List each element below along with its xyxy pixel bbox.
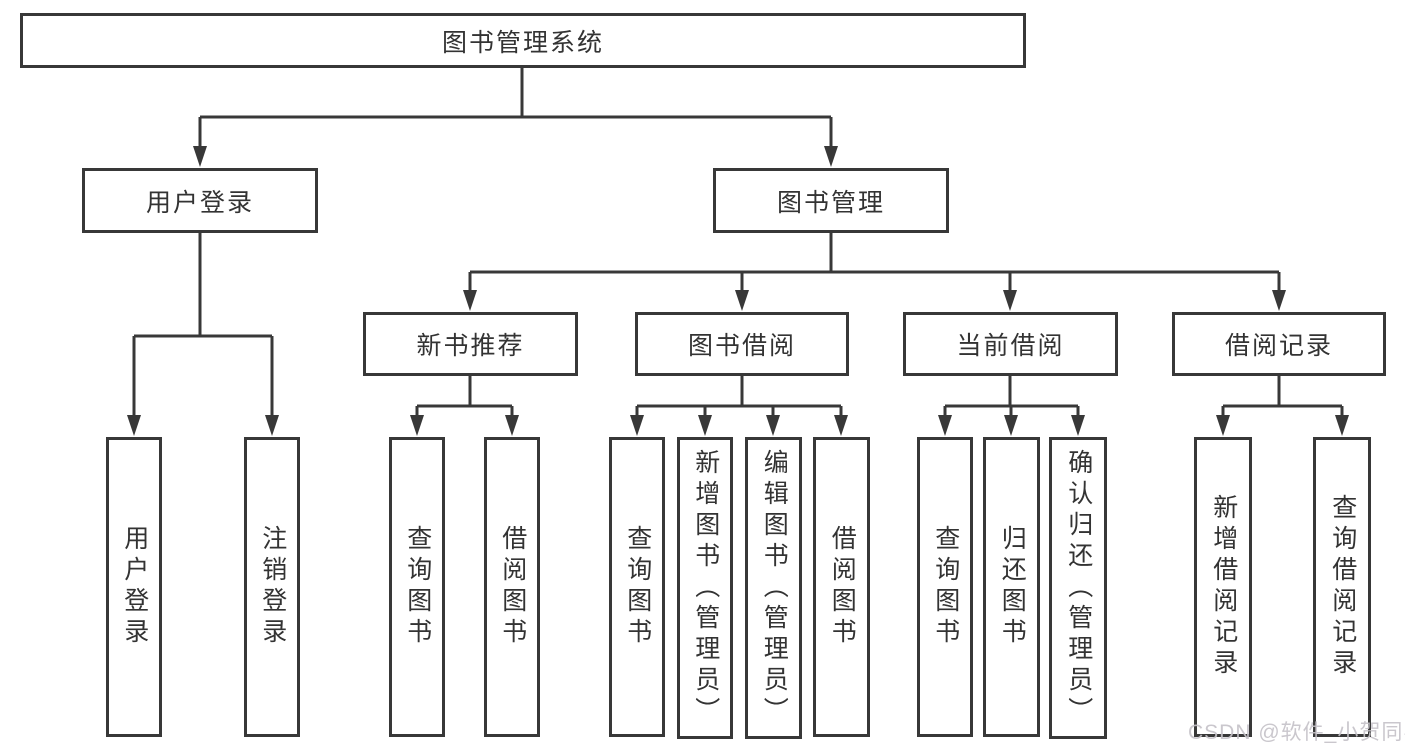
arrowhead: [1216, 415, 1230, 436]
leaf-confirm-return-admin: 确认归还（管理员）: [1049, 437, 1107, 739]
node-current-borrow-label: 当前借阅: [956, 332, 1065, 360]
connector-book-mgmt-to-level3: [463, 233, 1286, 311]
leaf-query-books-rec: 查询图书: [389, 437, 445, 737]
leaf-add-books-admin: 新增图书（管理员）: [677, 437, 733, 739]
leaf-borrow-books-label: 借阅图书: [828, 525, 857, 649]
leaf-return-books-label: 归还图书: [998, 525, 1027, 649]
leaf-add-books-admin-label: 新增图书（管理员）: [691, 448, 720, 728]
arrowhead: [824, 146, 838, 167]
arrowhead: [1272, 290, 1286, 311]
leaf-borrow-books-rec: 借阅图书: [484, 437, 540, 737]
arrowhead: [193, 146, 207, 167]
leaf-borrow-books: 借阅图书: [813, 437, 870, 737]
arrowhead: [505, 415, 519, 436]
leaf-add-borrow-record-label: 新增借阅记录: [1209, 494, 1238, 680]
connector-current-borrow-to-leaves: [938, 376, 1085, 436]
node-user-login: 用户登录: [82, 168, 318, 233]
node-borrow-records-label: 借阅记录: [1224, 332, 1333, 360]
arrowhead: [766, 415, 780, 436]
leaf-query-books-current-label: 查询图书: [931, 525, 960, 649]
node-borrow-records: 借阅记录: [1172, 312, 1386, 376]
connector-borrow-records-to-leaves: [1216, 376, 1349, 436]
arrowhead: [1335, 415, 1349, 436]
node-new-book-rec: 新书推荐: [363, 312, 578, 376]
leaf-return-books: 归还图书: [983, 437, 1040, 737]
leaf-query-borrow-record: 查询借阅记录: [1313, 437, 1371, 737]
node-new-book-rec-label: 新书推荐: [416, 332, 525, 360]
leaf-query-borrow-record-label: 查询借阅记录: [1328, 494, 1357, 680]
node-current-borrow: 当前借阅: [903, 312, 1118, 376]
node-book-mgmt-label: 图书管理: [776, 188, 885, 217]
leaf-borrow-books-rec-label: 借阅图书: [498, 525, 527, 649]
leaf-add-borrow-record: 新增借阅记录: [1194, 437, 1252, 737]
node-root-label: 图书管理系统: [441, 28, 604, 57]
leaf-user-login: 用户登录: [106, 437, 162, 737]
arrowhead: [1003, 290, 1017, 311]
node-book-mgmt: 图书管理: [713, 168, 949, 233]
connector-book-borrow-to-leaves: [630, 376, 848, 436]
node-book-borrow-label: 图书借阅: [687, 332, 796, 360]
connector-user-login-to-leaves: [127, 233, 279, 436]
connector-new-book-rec-to-leaves: [410, 376, 519, 436]
arrowhead: [735, 290, 749, 311]
arrowhead: [1071, 415, 1085, 436]
leaf-logout-label: 注销登录: [258, 525, 287, 649]
arrowhead: [265, 415, 279, 436]
arrowhead: [698, 415, 712, 436]
arrowhead: [127, 415, 141, 436]
leaf-user-login-label: 用户登录: [120, 525, 149, 649]
arrowhead: [410, 415, 424, 436]
leaf-edit-books-admin: 编辑图书（管理员）: [745, 437, 802, 739]
arrowhead: [463, 290, 477, 311]
leaf-query-books-borrow: 查询图书: [609, 437, 665, 737]
leaf-query-books-rec-label: 查询图书: [403, 525, 432, 649]
node-user-login-label: 用户登录: [145, 188, 254, 217]
arrowhead: [938, 415, 952, 436]
node-root: 图书管理系统: [20, 13, 1026, 68]
connector-root-to-level1: [193, 68, 838, 167]
leaf-edit-books-admin-label: 编辑图书（管理员）: [760, 448, 789, 728]
leaf-logout: 注销登录: [244, 437, 300, 737]
arrowhead: [1004, 415, 1018, 436]
arrowhead: [834, 415, 848, 436]
node-book-borrow: 图书借阅: [635, 312, 849, 376]
leaf-query-books-current: 查询图书: [917, 437, 973, 737]
arrowhead: [630, 415, 644, 436]
leaf-confirm-return-admin-label: 确认归还（管理员）: [1064, 448, 1093, 728]
leaf-query-books-borrow-label: 查询图书: [623, 525, 652, 649]
